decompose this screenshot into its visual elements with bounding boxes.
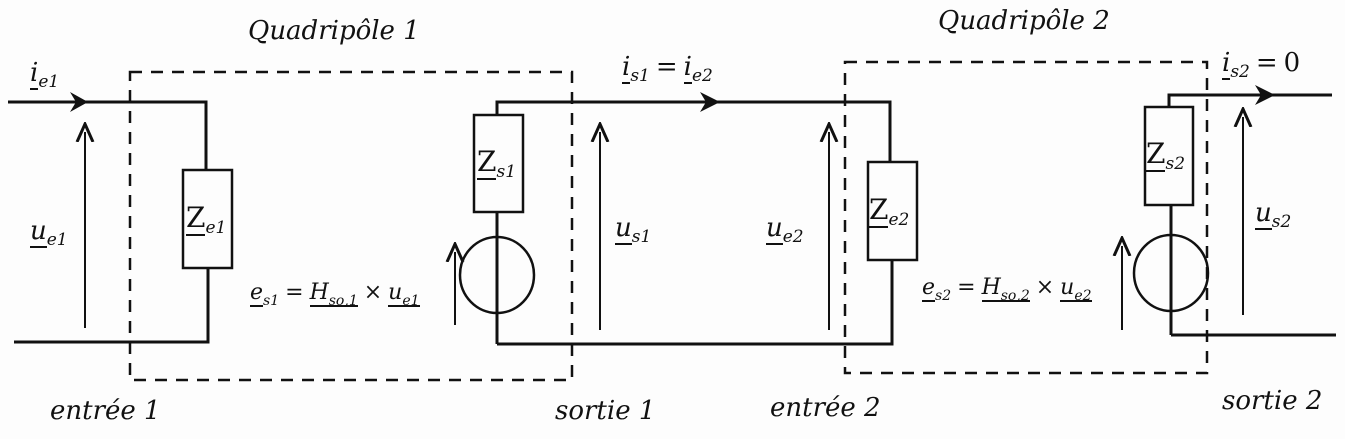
current-arrow-is1 xyxy=(700,92,720,112)
source-equation-es1: es1=Hso,1×ue1 xyxy=(250,280,420,309)
sortie-2-label: sortie 2 xyxy=(1222,386,1323,416)
voltage-label-us2: us2 xyxy=(1255,198,1292,232)
input1-bottom-wire xyxy=(14,268,210,344)
current-label-is1-ie2: is1=ie2 xyxy=(622,52,713,86)
output2-top-wire xyxy=(1167,93,1332,107)
output1-top-wire xyxy=(495,100,892,162)
impedance-ze1 xyxy=(181,168,234,270)
voltage-label-ue1: ue1 xyxy=(30,216,68,250)
entree-2-label: entrée 2 xyxy=(770,393,881,423)
current-arrow-ie1 xyxy=(70,92,88,112)
quadripole-1-boundary xyxy=(128,70,574,382)
sortie-1-label: sortie 1 xyxy=(555,396,656,426)
voltage-label-ue2: ue2 xyxy=(766,213,804,247)
input1-top-wire xyxy=(8,100,208,170)
impedance-label-zs2: Zs2 xyxy=(1146,137,1186,174)
impedance-label-ze1: Ze1 xyxy=(186,201,227,238)
link-bottom-wire xyxy=(497,260,894,346)
voltage-label-us1: us1 xyxy=(615,213,652,247)
quadripole-2-title: Quadripôle 2 xyxy=(938,6,1110,36)
entree-1-label: entrée 1 xyxy=(50,396,161,426)
current-label-is2: is2=0 xyxy=(1222,48,1301,82)
voltage-source-1 xyxy=(458,235,536,315)
impedance-zs2 xyxy=(1143,105,1195,207)
current-label-ie1: ie1 xyxy=(30,58,60,92)
quadripole-1-title: Quadripôle 1 xyxy=(248,16,420,46)
impedance-ze2 xyxy=(866,160,919,262)
impedance-label-ze2: Ze2 xyxy=(869,193,910,230)
current-arrow-is2 xyxy=(1255,85,1275,105)
source-equation-es2: es2=Hso,2×ue2 xyxy=(922,275,1092,304)
impedance-label-zs1: Zs1 xyxy=(477,145,517,182)
